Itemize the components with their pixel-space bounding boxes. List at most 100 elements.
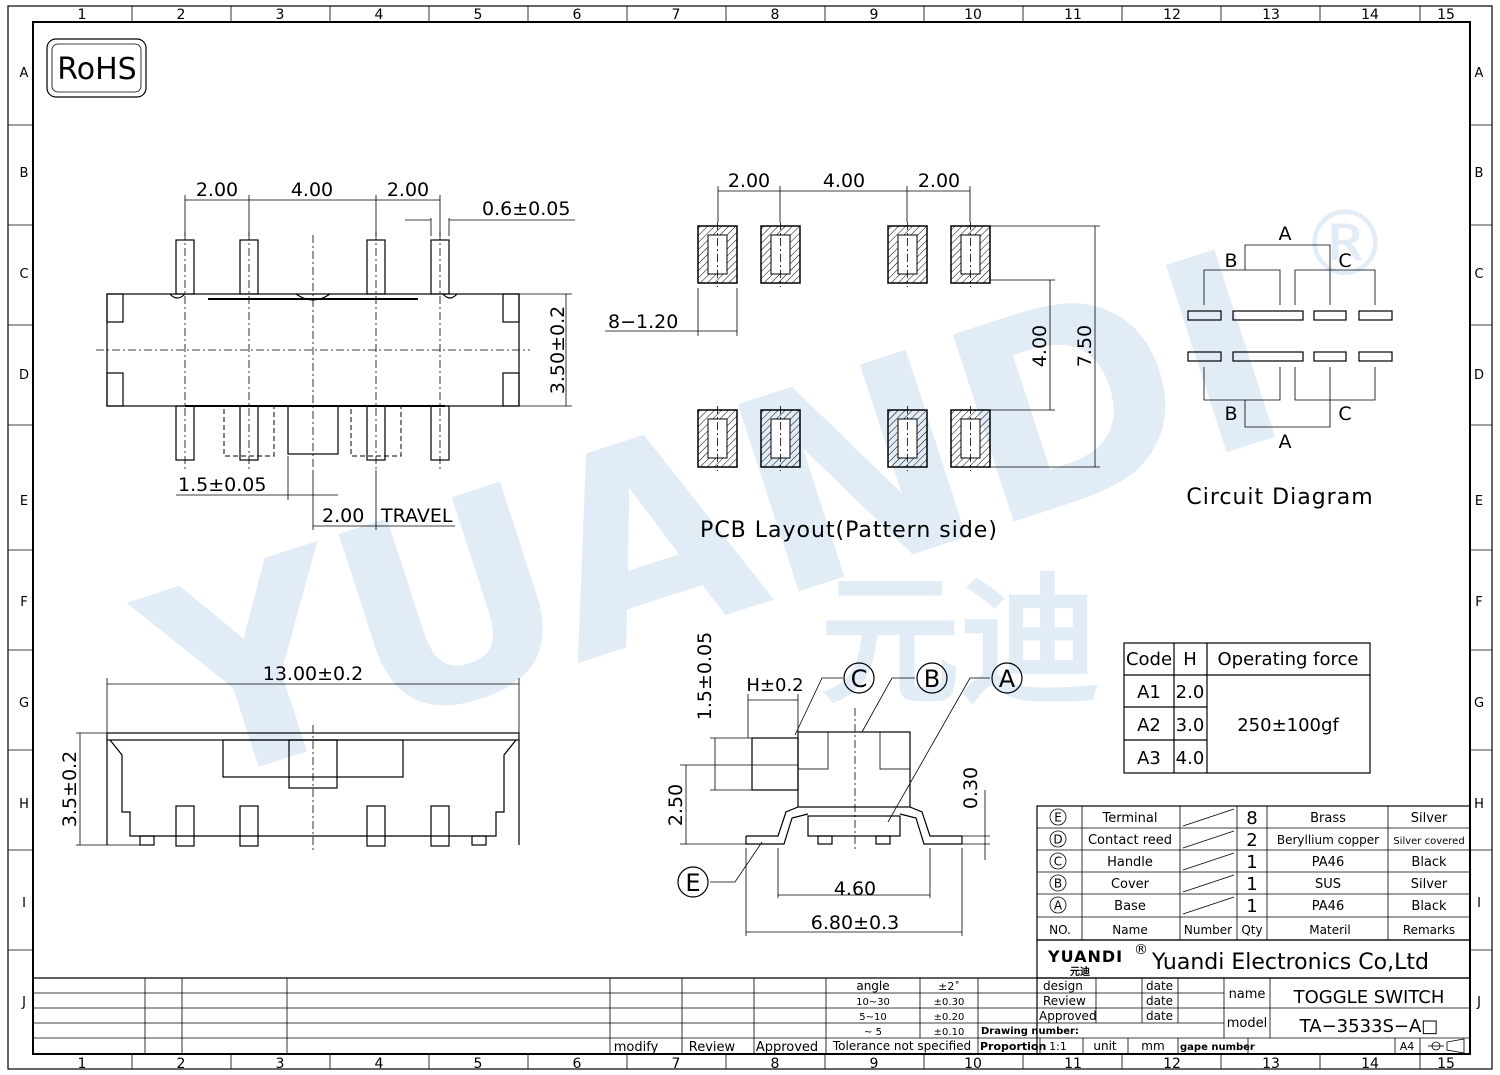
- pcb-layout-drawing: [605, 186, 1100, 471]
- svg-text:2.00: 2.00: [918, 170, 960, 192]
- pcb-pad: [950, 222, 991, 287]
- svg-text:6.80±0.3: 6.80±0.3: [811, 912, 899, 934]
- svg-text:B: B: [924, 665, 940, 693]
- svg-text:8−1.20: 8−1.20: [608, 311, 678, 333]
- circuit-caption: Circuit Diagram: [1186, 485, 1373, 510]
- svg-text:4.00: 4.00: [291, 179, 333, 201]
- svg-text:Silver: Silver: [1411, 811, 1448, 826]
- svg-text:gape number: gape number: [1180, 1042, 1255, 1053]
- column-label: 15: [1437, 1056, 1455, 1072]
- row-label: I: [22, 896, 26, 911]
- column-label: 3: [276, 7, 285, 23]
- rohs-badge: RoHS: [46, 38, 147, 98]
- product-name: TOGGLE SWITCH: [1293, 987, 1445, 1008]
- row-label: H: [19, 797, 29, 812]
- svg-text:13.00±0.2: 13.00±0.2: [263, 663, 364, 685]
- svg-text:Drawing number:: Drawing number:: [981, 1026, 1079, 1037]
- svg-text:Operating force: Operating force: [1217, 649, 1358, 670]
- column-label: 12: [1163, 7, 1181, 23]
- column-label: 2: [177, 7, 186, 23]
- svg-text:4.00: 4.00: [823, 170, 865, 192]
- svg-text:H: H: [1183, 649, 1197, 670]
- svg-text:modify: modify: [614, 1040, 659, 1055]
- svg-text:2.00: 2.00: [728, 170, 770, 192]
- column-label: 7: [672, 7, 681, 23]
- column-label: 1: [78, 7, 87, 23]
- svg-text:PA46: PA46: [1312, 899, 1344, 914]
- operating-force-table: Code H Operating force A1 2.0 A2 3.0 A3 …: [1123, 642, 1371, 774]
- svg-text:D: D: [1053, 833, 1062, 847]
- top-view-dimensions: 2.00 4.00 2.00 0.6±0.05 3.50±0.2 1.5±0.0…: [178, 179, 570, 527]
- svg-text:2.00: 2.00: [322, 505, 364, 527]
- svg-text:Terminal: Terminal: [1102, 811, 1158, 826]
- svg-text:Base: Base: [1114, 899, 1146, 914]
- column-label: 10: [964, 1056, 982, 1072]
- svg-text:date: date: [1146, 979, 1173, 993]
- svg-text:1: 1: [1246, 874, 1257, 895]
- pcb-caption: PCB Layout(Pattern side): [700, 518, 998, 543]
- svg-text:Cover: Cover: [1111, 877, 1150, 892]
- column-label: 6: [573, 7, 582, 23]
- svg-text:®: ®: [1134, 942, 1148, 958]
- svg-text:4.00: 4.00: [1029, 325, 1051, 367]
- svg-text:1: 1: [1246, 852, 1257, 873]
- row-label: I: [1477, 896, 1481, 911]
- svg-text:2.00: 2.00: [387, 179, 429, 201]
- svg-text:TRAVEL: TRAVEL: [380, 505, 453, 527]
- svg-text:H±0.2: H±0.2: [746, 675, 803, 696]
- svg-text:10~30: 10~30: [856, 997, 890, 1008]
- svg-text:A1: A1: [1137, 682, 1161, 703]
- svg-text:3.5±0.2: 3.5±0.2: [59, 751, 81, 827]
- svg-text:C: C: [1338, 250, 1351, 272]
- svg-text:SUS: SUS: [1315, 877, 1341, 892]
- svg-text:±0.30: ±0.30: [934, 997, 965, 1008]
- column-label: 13: [1262, 1056, 1280, 1072]
- svg-text:4.0: 4.0: [1176, 748, 1205, 769]
- svg-text:3.0: 3.0: [1176, 715, 1205, 736]
- column-label: 5: [474, 1056, 483, 1072]
- svg-text:Materil: Materil: [1309, 923, 1350, 937]
- column-label: 14: [1361, 1056, 1379, 1072]
- svg-text:Brass: Brass: [1310, 811, 1346, 826]
- front-view-drawing: [76, 678, 520, 850]
- svg-text:Black: Black: [1411, 855, 1447, 870]
- svg-text:2.0: 2.0: [1176, 682, 1205, 703]
- svg-text:3.50±0.2: 3.50±0.2: [547, 306, 569, 394]
- svg-text:Approved: Approved: [756, 1040, 818, 1055]
- pcb-layout-dimensions: 2.00 4.00 2.00 8−1.20 4.00 7.50 PCB Layo…: [608, 170, 1096, 543]
- pcb-pad: [760, 222, 801, 287]
- svg-text:mm: mm: [1141, 1039, 1164, 1053]
- row-label: F: [20, 595, 27, 610]
- top-view-drawing: [96, 195, 575, 530]
- svg-text:Handle: Handle: [1107, 855, 1153, 870]
- drawing-frame: [7, 5, 1493, 1070]
- row-label: J: [1476, 995, 1481, 1010]
- svg-text:2.50: 2.50: [665, 784, 687, 826]
- svg-text:1:1: 1:1: [1049, 1040, 1067, 1053]
- column-label: 2: [177, 1056, 186, 1072]
- svg-text:E: E: [1054, 811, 1062, 825]
- svg-text:design: design: [1043, 979, 1083, 993]
- svg-text:Silver covered: Silver covered: [1393, 836, 1464, 847]
- svg-text:A: A: [1279, 431, 1292, 453]
- svg-text:Beryllium copper: Beryllium copper: [1277, 833, 1379, 847]
- svg-text:元迪: 元迪: [1070, 965, 1090, 978]
- model-number: TA−3533S−A□: [1299, 1016, 1439, 1037]
- column-label: 11: [1064, 7, 1082, 23]
- pcb-pad: [697, 406, 738, 471]
- column-label: 9: [870, 7, 879, 23]
- circuit-diagram: A B C B C A Circuit Diagram: [1186, 223, 1393, 510]
- column-label: 15: [1437, 7, 1455, 23]
- svg-text:name: name: [1229, 987, 1266, 1002]
- svg-text:Code: Code: [1126, 649, 1172, 670]
- side-view-dimensions: 1.5±0.05 H±0.2 2.50 0.30 4.60 6.80±0.3 C…: [665, 632, 1016, 934]
- svg-text:date: date: [1146, 1009, 1173, 1023]
- row-label: G: [19, 696, 29, 711]
- pcb-pad: [887, 222, 928, 287]
- svg-text:A3: A3: [1137, 748, 1161, 769]
